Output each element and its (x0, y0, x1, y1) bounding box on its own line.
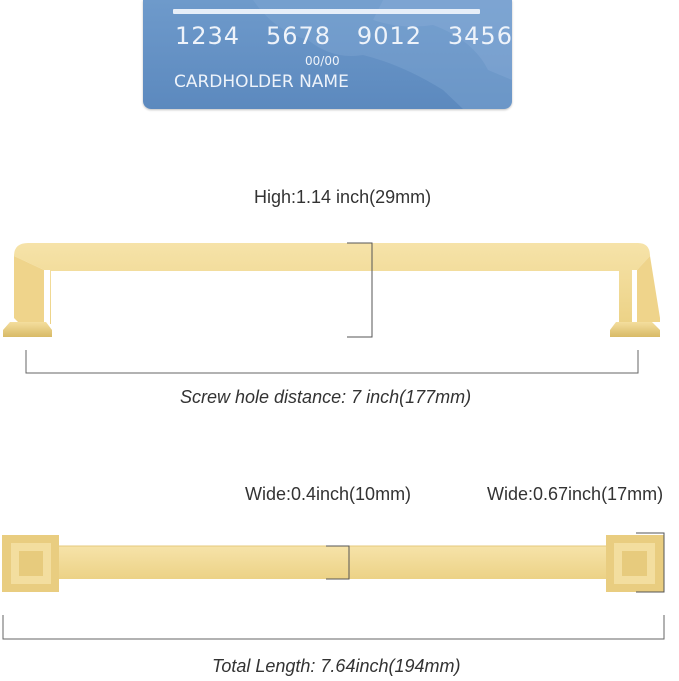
card-magnetic-stripe (173, 9, 480, 14)
bar-width-dimension-line (326, 545, 350, 580)
card-map-background (253, 0, 512, 109)
base-width-dimension-line (636, 532, 665, 593)
card-holder-name: CARDHOLDER NAME (174, 72, 349, 92)
handle-top-view (2, 535, 664, 592)
total-length-dimension-line (2, 615, 665, 640)
bar-width-label: Wide:0.4inch(10mm) (245, 484, 412, 504)
screw-hole-distance-label: Screw hole distance: 7 inch(177mm) (180, 387, 472, 407)
card-number: 1234 5678 9012 3456 (175, 22, 512, 50)
height-dimension-line (347, 242, 373, 338)
card-expiry: 00/00 (305, 54, 340, 68)
screw-hole-dimension-line (25, 350, 639, 374)
height-label: High:1.14 inch(29mm) (254, 187, 432, 207)
handle-side-view (3, 243, 660, 337)
credit-card-image: 1234 5678 9012 3456 00/00 CARDHOLDER NAM… (143, 0, 512, 109)
total-length-label: Total Length: 7.64inch(194mm) (212, 656, 461, 676)
base-width-label: Wide:0.67inch(17mm) (487, 484, 664, 504)
